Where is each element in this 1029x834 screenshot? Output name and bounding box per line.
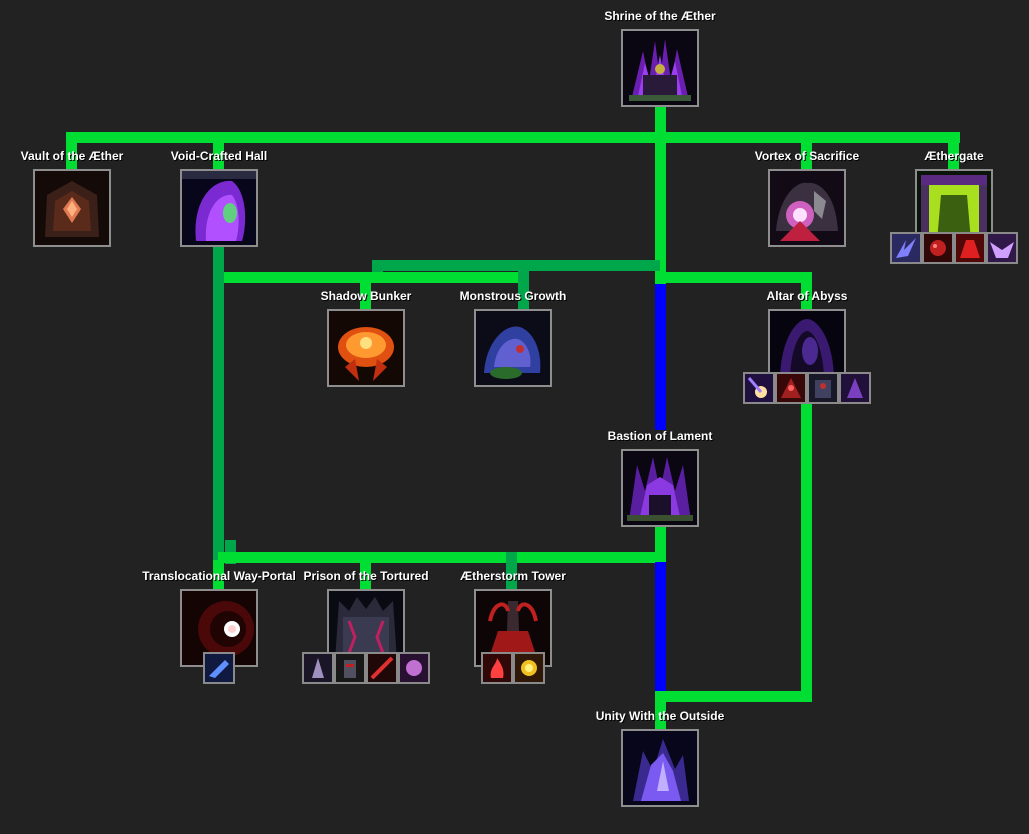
- blue-claw-unit-icon[interactable]: [890, 232, 922, 264]
- connector-line: [518, 260, 529, 310]
- red-demon-unit-icon[interactable]: [922, 232, 954, 264]
- building-label: Æthergate: [924, 149, 984, 163]
- connector-line: [213, 560, 224, 590]
- way-portal-abilities: [203, 652, 235, 684]
- purple-hooded-hall-icon[interactable]: [180, 169, 258, 247]
- connector-line: [655, 562, 666, 692]
- red-slasher-unit-icon[interactable]: [366, 652, 398, 684]
- connector-line: [218, 552, 666, 563]
- violet-winged-unit-icon[interactable]: [986, 232, 1018, 264]
- connector-line: [66, 132, 77, 170]
- connector-line: [360, 552, 371, 590]
- building-label: Ætherstorm Tower: [460, 569, 566, 583]
- connector-line: [360, 272, 371, 310]
- connector-line: [655, 284, 666, 430]
- blue-blink-ability-icon[interactable]: [203, 652, 235, 684]
- dark-vault-building-icon[interactable]: [33, 169, 111, 247]
- purple-bastion-icon[interactable]: [621, 449, 699, 527]
- connector-line: [655, 272, 812, 283]
- building-label: Altar of Abyss: [766, 289, 848, 303]
- purple-crystal-unity-icon[interactable]: [621, 729, 699, 807]
- building-label: Shadow Bunker: [320, 289, 412, 303]
- aethergate-trainable-units: [890, 232, 1018, 264]
- orange-bunker-icon[interactable]: [327, 309, 405, 387]
- violet-sorcerer-hero-icon[interactable]: [839, 372, 871, 404]
- monstrous-growth-icon[interactable]: [474, 309, 552, 387]
- connector-line: [372, 260, 660, 271]
- building-label: Translocational Way-Portal: [142, 569, 296, 583]
- sacrifice-vortex-icon[interactable]: [768, 169, 846, 247]
- building-label: Prison of the Tortured: [303, 569, 429, 583]
- connector-line: [213, 246, 224, 566]
- pale-wraith-unit-icon[interactable]: [302, 652, 334, 684]
- building-label: Bastion of Lament: [607, 429, 713, 443]
- connector-line: [655, 132, 666, 284]
- building-label: Shrine of the Æther: [604, 9, 716, 23]
- aetherstorm-abilities: [481, 652, 545, 684]
- light-burst-hero-icon[interactable]: [743, 372, 775, 404]
- connector-line: [948, 132, 959, 170]
- red-flame-ability-icon[interactable]: [481, 652, 513, 684]
- connector-line: [372, 260, 383, 274]
- building-label: Monstrous Growth: [459, 289, 567, 303]
- connector-line: [655, 691, 812, 702]
- connector-line: [801, 404, 812, 702]
- altar-summonable-heroes: [743, 372, 871, 404]
- connector-line: [213, 132, 224, 170]
- connector-line: [801, 272, 812, 310]
- connector-line: [655, 691, 666, 731]
- golden-orb-ability-icon[interactable]: [513, 652, 545, 684]
- connector-line: [655, 526, 666, 562]
- connector-line: [66, 132, 960, 143]
- prison-trainable-units: [302, 652, 430, 684]
- connector-line: [506, 552, 517, 590]
- red-fiend-hero-icon[interactable]: [775, 372, 807, 404]
- building-label: Vortex of Sacrifice: [754, 149, 860, 163]
- building-label: Unity With the Outside: [595, 709, 725, 723]
- red-beast-unit-icon[interactable]: [954, 232, 986, 264]
- building-label: Void-Crafted Hall: [170, 149, 268, 163]
- pink-specter-unit-icon[interactable]: [398, 652, 430, 684]
- building-label: Vault of the Æther: [20, 149, 124, 163]
- dark-knight-unit-icon[interactable]: [334, 652, 366, 684]
- connector-line: [655, 105, 666, 135]
- connector-line: [218, 272, 529, 283]
- armored-horror-hero-icon[interactable]: [807, 372, 839, 404]
- connector-line: [801, 132, 812, 170]
- purple-spire-building-icon[interactable]: [621, 29, 699, 107]
